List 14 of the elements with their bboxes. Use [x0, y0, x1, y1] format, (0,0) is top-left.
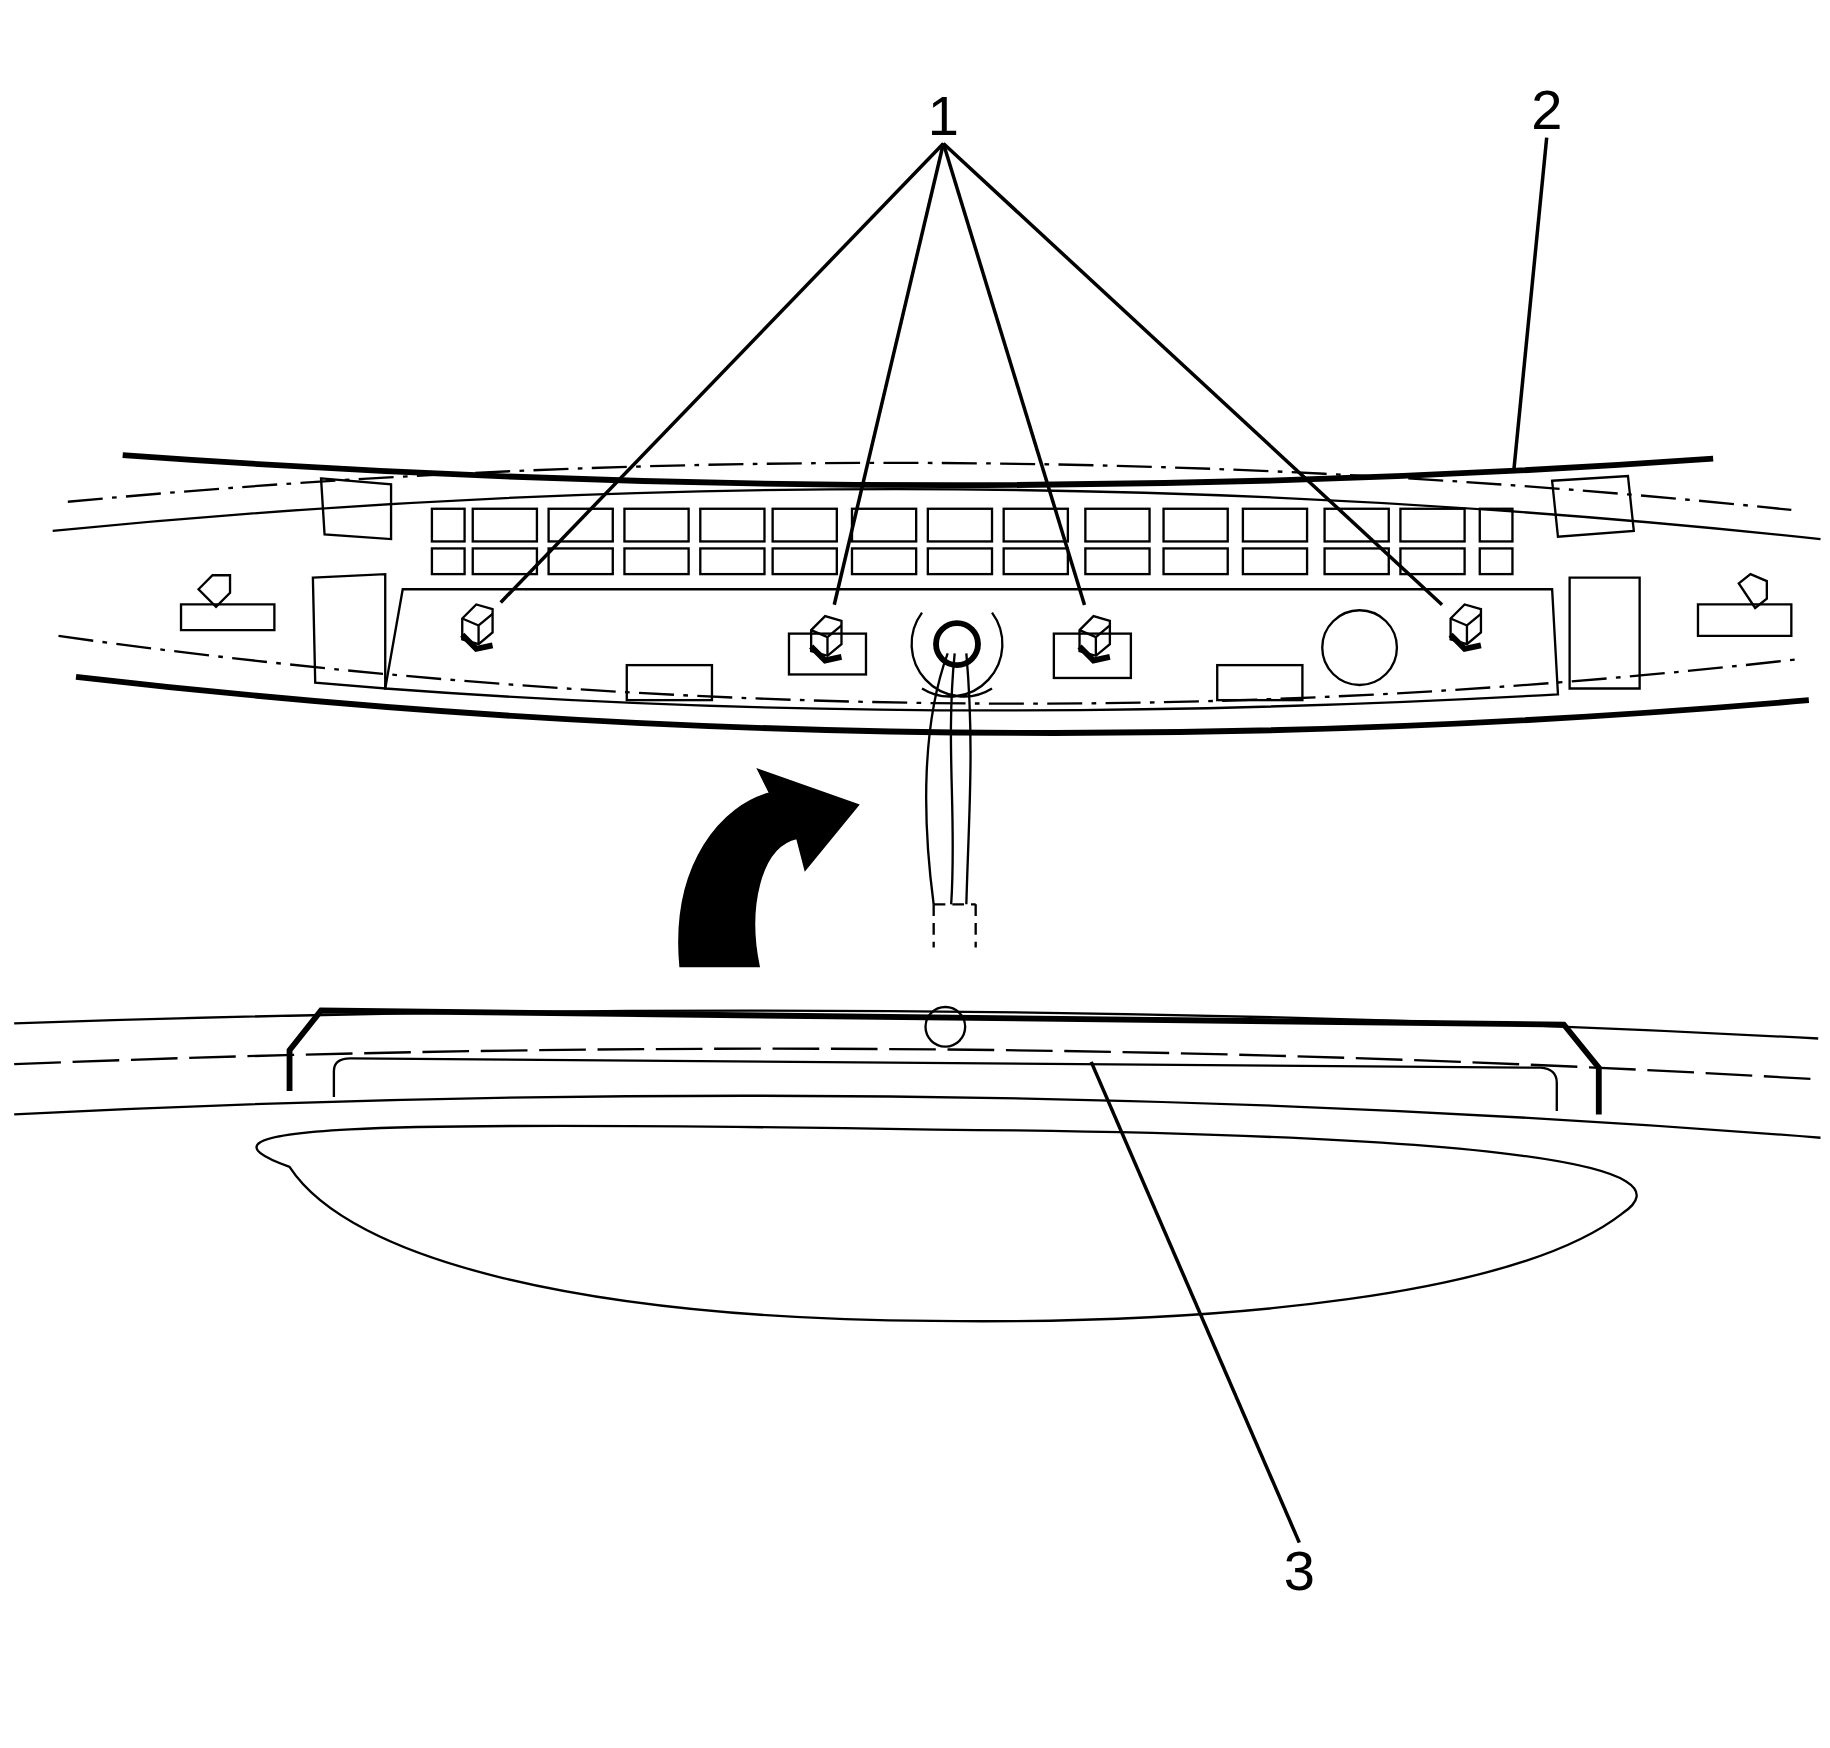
brake-lamp-drawing — [286, 1005, 1602, 1115]
leader-line — [499, 142, 945, 604]
retaining-clip-drawing — [809, 614, 843, 664]
leader-line — [832, 143, 946, 606]
retaining-clip-drawing — [460, 603, 494, 652]
retaining-clip-drawing — [1077, 614, 1112, 664]
leader-line — [941, 143, 1087, 606]
leader-line — [1089, 1061, 1301, 1544]
callout-number: 3 — [1283, 1542, 1315, 1599]
callout-number: 2 — [1531, 81, 1563, 138]
lamp-bracket-drawing — [75, 452, 1810, 949]
leader-line — [942, 142, 1444, 606]
retaining-clip-drawing — [1448, 603, 1483, 652]
callout-number: 1 — [927, 87, 959, 144]
